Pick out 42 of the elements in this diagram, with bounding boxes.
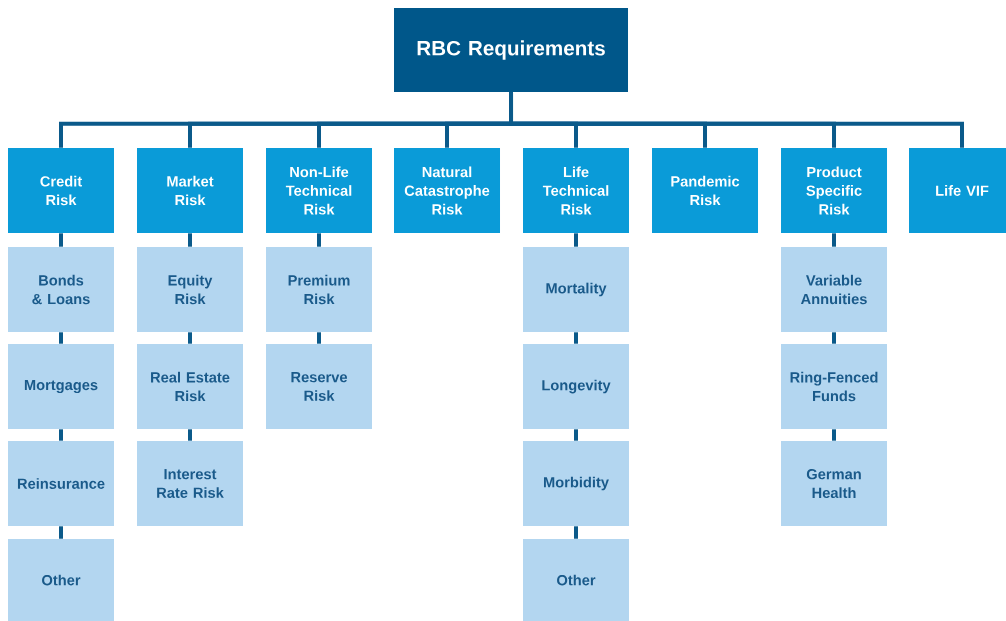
category-box: Life VIF bbox=[909, 147, 1006, 234]
connector-line bbox=[832, 332, 836, 344]
root-box: RBC Requirements bbox=[394, 8, 628, 92]
subcategory-box: Reinsurance bbox=[8, 440, 114, 527]
subcategory-box: Interest Rate Risk bbox=[137, 440, 243, 527]
category-box: Non-Life Technical Risk bbox=[266, 147, 372, 234]
subcategory-box: Ring-Fenced Funds bbox=[781, 343, 887, 430]
subcategory-box: Equity Risk bbox=[137, 246, 243, 333]
connector-line bbox=[59, 233, 63, 247]
connector-line bbox=[317, 233, 321, 247]
connector-line bbox=[574, 233, 578, 247]
connector-line bbox=[832, 233, 836, 247]
category-box: Life Technical Risk bbox=[523, 147, 629, 234]
category-box: Credit Risk bbox=[8, 147, 114, 234]
connector-line bbox=[574, 332, 578, 344]
connector-line bbox=[574, 429, 578, 441]
connector-line bbox=[317, 332, 321, 344]
subcategory-box: Other bbox=[8, 539, 114, 621]
connector-line bbox=[59, 526, 63, 539]
connector-line bbox=[188, 429, 192, 441]
subcategory-box: Mortality bbox=[523, 246, 629, 333]
category-box: Market Risk bbox=[137, 147, 243, 234]
category-box: Pandemic Risk bbox=[652, 147, 758, 234]
category-box: Product Specific Risk bbox=[781, 147, 887, 234]
subcategory-box: German Health bbox=[781, 440, 887, 527]
connector-line bbox=[832, 429, 836, 441]
subcategory-box: Reserve Risk bbox=[266, 343, 372, 430]
connector-line bbox=[59, 332, 63, 344]
subcategory-box: Premium Risk bbox=[266, 246, 372, 333]
subcategory-box: Other bbox=[523, 539, 629, 621]
connector-line bbox=[59, 429, 63, 441]
connector-line bbox=[574, 526, 578, 539]
connector-line bbox=[188, 233, 192, 247]
connector-line bbox=[509, 92, 964, 148]
subcategory-box: Bonds & Loans bbox=[8, 246, 114, 333]
subcategory-box: Variable Annuities bbox=[781, 246, 887, 333]
subcategory-box: Morbidity bbox=[523, 440, 629, 527]
subcategory-box: Mortgages bbox=[8, 343, 114, 430]
connector-line bbox=[188, 332, 192, 344]
category-box: Natural Catastrophe Risk bbox=[394, 147, 500, 234]
subcategory-box: Real Estate Risk bbox=[137, 343, 243, 430]
subcategory-box: Longevity bbox=[523, 343, 629, 430]
